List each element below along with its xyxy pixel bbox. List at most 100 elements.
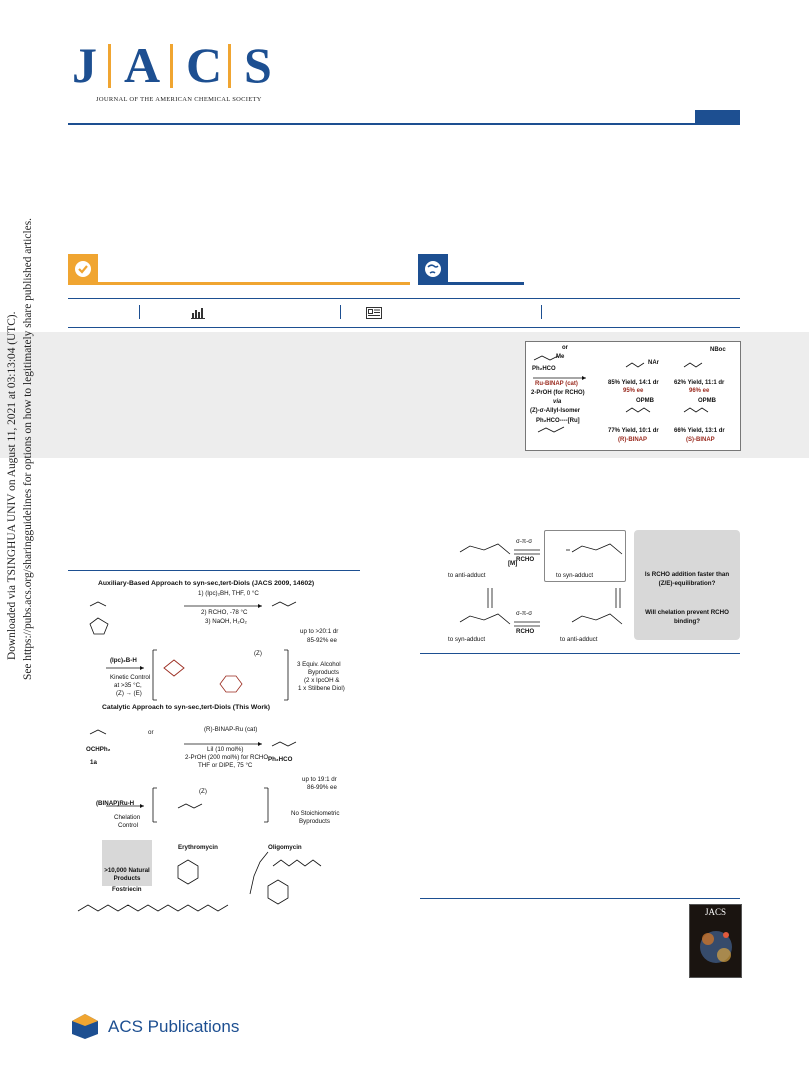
ru-hydride: (BINAP)Ru-H: [96, 800, 135, 807]
logo-divider: [108, 44, 111, 88]
acs-publications-logo[interactable]: ACS Publications: [68, 1012, 240, 1040]
toc-via: via: [553, 399, 562, 405]
syn-adduct-label: to syn-adduct: [448, 636, 486, 643]
download-notice-line2: See https://pubs.acs.org/sharingguidelin…: [22, 218, 34, 680]
toc-product-sub: OPMB: [698, 398, 716, 404]
toc-catalyst: Ru-BINAP (cat): [535, 381, 578, 387]
toc-graphic: or Me Ph₂HCO Ru-BINAP (cat) 2-PrOH (for …: [525, 341, 741, 451]
catalytic-step-2: LiI (10 mol%): [207, 746, 244, 753]
oligomycin-label: Oligomycin: [268, 844, 302, 851]
bar-chart-icon[interactable]: [191, 306, 205, 324]
metrics-rule: [68, 298, 740, 299]
figure-rule: [420, 653, 740, 654]
cover-title: JACS: [704, 907, 726, 917]
z-label: (Z): [254, 650, 262, 657]
fostriecin-label: Fostriecin: [112, 886, 142, 893]
toc-product-yield: 85% Yield, 14:1 dr: [608, 380, 659, 386]
toc-ru-label: Ph₂HCO----[Ru]: [536, 418, 580, 424]
or-label: or: [148, 729, 154, 736]
syn-adduct-label: to syn-adduct: [556, 572, 594, 579]
toc-product-ee: 95% ee: [623, 388, 644, 394]
metrics-separator: [340, 305, 341, 319]
toc-substrate: Ph₂HCO: [532, 366, 556, 372]
toc-product-ligand: (R)-BINAP: [618, 437, 647, 443]
question-1: Is RCHO addition faster than (Z/E)-equil…: [644, 571, 730, 587]
toc-product-sub: OPMB: [636, 398, 654, 404]
kinetic-control: Kinetic Control: [110, 674, 151, 681]
toc-product-sub: NAr: [648, 360, 660, 366]
catalytic-result-ee: 86-99% ee: [307, 784, 337, 791]
toc-conditions: 2-PrOH (for RCHO): [531, 390, 585, 396]
checkmark-icon[interactable]: [68, 254, 98, 284]
step-2: 2) RCHO, -78 °C: [201, 609, 248, 616]
journal-logo: J A C S JOURNAL OF THE AMERICAN CHEMICAL…: [68, 38, 298, 104]
download-notice-line1: Downloaded via TSINGHUA UNIV on August 1…: [6, 311, 18, 660]
scheme-title-catalytic: Catalytic Approach to syn-sec,tert-Diols…: [102, 704, 271, 711]
ipc-borane: (Ipc)₂B-H: [110, 657, 137, 664]
metal-label: [M]: [508, 560, 518, 567]
chelation-line2: Control: [118, 822, 138, 829]
toc-me: Me: [556, 354, 565, 360]
byproduct-line4: 1 x Stilbene Diol): [298, 685, 345, 692]
tag-bar: [68, 282, 410, 285]
syn-pathway-box: [544, 530, 626, 582]
acs-publications-text: ACS Publications: [108, 1017, 240, 1036]
cover-art: [700, 931, 732, 963]
article-recommendations-icon[interactable]: [366, 306, 382, 324]
logo-letter-a: A: [124, 37, 161, 93]
sigma-pi-sigma-label: σ-π-σ: [516, 610, 533, 617]
anti-adduct-label: to anti-adduct: [560, 636, 598, 643]
logo-divider: [228, 44, 231, 88]
anti-adduct-label: to anti-adduct: [448, 572, 486, 579]
toc-product-yield: 66% Yield, 13:1 dr: [674, 428, 725, 434]
logo-letter-s: S: [244, 37, 272, 93]
scheme-1: Auxiliary-Based Approach to syn-sec,tert…: [68, 576, 368, 936]
byproduct-line3: (2 x IpcOH &: [304, 677, 340, 684]
ru-z-label: (Z): [199, 788, 207, 795]
natural-products-box: >10,000 Natural Products: [102, 840, 152, 886]
kinetic-temp: at >35 °C,: [114, 682, 142, 689]
toc-isomer: (Z)-σ-Allyl-Isomer: [530, 408, 581, 414]
figure-rule: [68, 570, 360, 571]
acs-hexagon-icon: [72, 1014, 98, 1039]
globe-icon[interactable]: [418, 254, 448, 284]
toc-product-ee: 96% ee: [689, 388, 710, 394]
journal-cover-thumbnail[interactable]: JACS: [689, 904, 742, 978]
product-ph2hco: Ph₂HCO: [268, 756, 293, 763]
catalytic-step-1: (R)-BINAP-Ru (cat): [204, 726, 258, 733]
logo-letter-j: J: [72, 37, 97, 93]
toc-product-sub: NBoc: [710, 347, 726, 353]
chelation-line1: Chelation: [114, 814, 141, 821]
toc-product-yield: 62% Yield, 11:1 dr: [674, 380, 725, 386]
metrics-separator: [541, 305, 542, 319]
rcho-label: RCHO: [516, 628, 535, 635]
catalytic-step-3: 2-PrOH (200 mol%) for RCHO: [185, 754, 269, 761]
tag-bar: [418, 282, 524, 285]
natural-products-label: >10,000 Natural Products: [104, 867, 150, 882]
result-dr: up to >20:1 dr: [300, 628, 339, 635]
erythromycin-label: Erythromycin: [178, 844, 218, 851]
catalytic-step-4: THF or DIPE, 75 °C: [198, 762, 253, 769]
result-ee: 85-92% ee: [307, 637, 337, 644]
catalytic-result-dr: up to 19:1 dr: [302, 776, 337, 783]
step-3: 3) NaOH, H₂O₂: [205, 618, 247, 625]
logo-letter-c: C: [186, 37, 223, 93]
metrics-separator: [139, 305, 140, 319]
download-notice: Downloaded via TSINGHUA UNIV on August 1…: [4, 218, 40, 680]
sigma-pi-sigma-label: σ-π-σ: [516, 538, 533, 545]
substrate-label: 1a: [90, 759, 97, 766]
logo-subtitle: JOURNAL OF THE AMERICAN CHEMICAL SOCIETY: [96, 96, 262, 103]
article-type-tab[interactable]: [695, 110, 740, 124]
step-1: 1) (Ipc)₂BH, THF, 0 °C: [198, 590, 259, 597]
substrate-ocph: OCHPh₂: [86, 746, 111, 753]
byproduct-line2: Byproducts: [308, 669, 339, 676]
scheme-title-auxiliary: Auxiliary-Based Approach to syn-sec,tert…: [98, 580, 315, 587]
byproduct-line1: 3 Equiv. Alcohol: [297, 661, 341, 668]
toc-product-yield: 77% Yield, 10:1 dr: [608, 428, 659, 434]
mechanism-figure: to anti-adduct to syn-adduct σ-π-σ RCHO …: [430, 530, 742, 648]
question-2: Will chelation prevent RCHO binding?: [645, 609, 729, 625]
rcho-label: RCHO: [516, 556, 535, 563]
toc-or: or: [562, 345, 568, 351]
no-byproduct-line2: Byproducts: [299, 818, 330, 825]
toc-product-ligand: (S)-BINAP: [686, 437, 715, 443]
